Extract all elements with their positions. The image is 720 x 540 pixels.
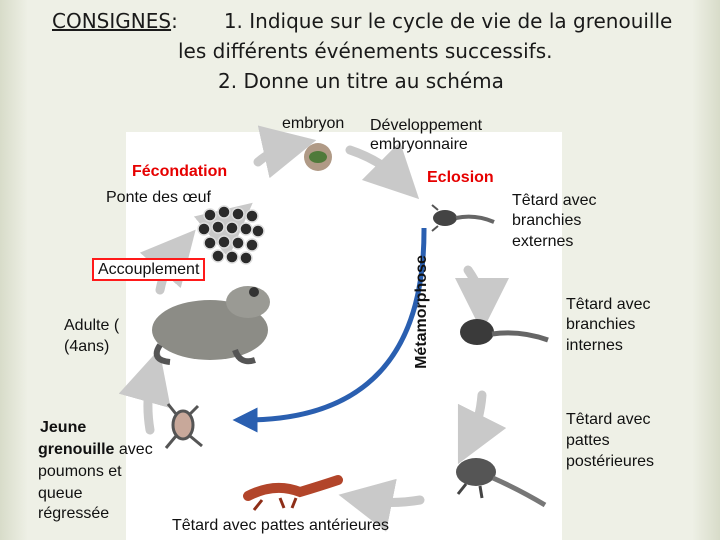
label-metamorphosis-box: Métamorphose	[408, 232, 436, 392]
cycle-arrow-right-2	[470, 395, 482, 440]
label-juvenile-2: grenouille avec	[38, 440, 153, 459]
label-juvenile-4: queue	[38, 484, 83, 503]
label-tadpole-int-3: internes	[566, 336, 623, 355]
label-tadpole-ext-2: branchies	[512, 211, 581, 230]
label-fertilization: Fécondation	[132, 162, 227, 181]
label-tadpole-int-2: branchies	[566, 315, 635, 334]
label-tadpole-int-1: Têtard avec	[566, 295, 650, 314]
label-juvenile-2a: grenouille	[38, 441, 114, 458]
label-hatching: Eclosion	[427, 168, 494, 187]
label-tadpole-hind-2: pattes	[566, 431, 610, 450]
juvenile-frog-image	[166, 404, 202, 448]
label-tadpole-hind-1: Têtard avec	[566, 410, 650, 429]
label-tadpole-front: Têtard avec pattes antérieures	[172, 516, 389, 535]
label-development-2: embryonnaire	[370, 135, 468, 154]
label-juvenile-5: régressée	[38, 504, 109, 523]
label-metamorphosis: Métamorphose	[413, 255, 431, 369]
embryo-image	[304, 143, 332, 171]
label-mating: Accouplement	[92, 258, 205, 281]
tadpole-hind-legs-image	[456, 458, 545, 505]
cycle-arrow-top-left	[258, 146, 290, 162]
egg-cluster-image	[198, 206, 264, 264]
label-tadpole-hind-3: postérieures	[566, 452, 654, 471]
metamorphosis-arrow	[245, 228, 424, 420]
label-juvenile-2b: avec	[114, 441, 152, 458]
label-tadpole-ext-3: externes	[512, 232, 573, 251]
label-egg-laying: Ponte des œuf	[106, 188, 211, 207]
label-tadpole-ext-1: Têtard avec	[512, 191, 596, 210]
cycle-arrow-bottom	[365, 500, 420, 503]
cycle-arrow-top-right	[350, 150, 400, 180]
label-development-1: Développement	[370, 116, 482, 135]
label-juvenile-1: Jeune	[40, 418, 86, 437]
cycle-arrow-left-1	[148, 375, 152, 430]
label-embryo: embryon	[282, 114, 344, 133]
cycle-arrow-right-1	[468, 270, 482, 305]
label-juvenile-3: poumons et	[38, 462, 122, 481]
label-adult-2: (4ans)	[64, 337, 109, 356]
tadpole-external-gills-image	[432, 205, 494, 231]
label-adult-1: Adulte (	[64, 316, 119, 335]
adult-frog-image	[152, 286, 270, 362]
tadpole-front-legs-image	[248, 480, 338, 510]
tadpole-internal-gills-image	[460, 319, 548, 345]
